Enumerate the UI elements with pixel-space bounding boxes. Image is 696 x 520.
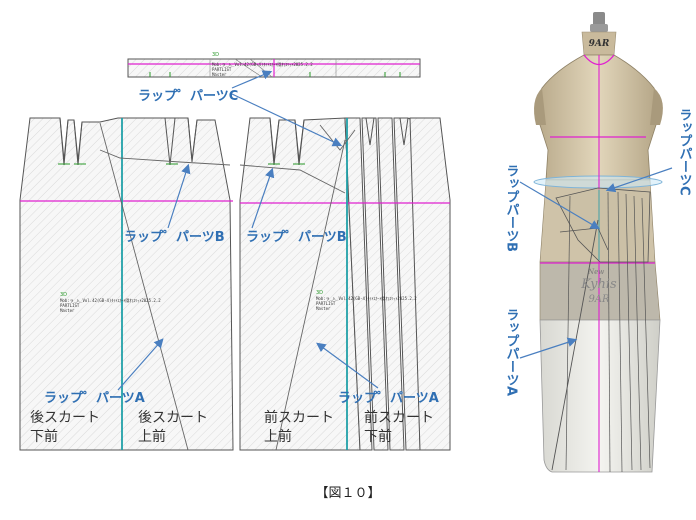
brand-top: 9AR bbox=[589, 39, 610, 49]
piece-info-text: PARTLIST bbox=[212, 67, 232, 72]
form-label-c: ラップパーツC bbox=[677, 108, 693, 196]
piece-code: 3D bbox=[60, 292, 67, 298]
dressform-annotations: ラップパーツC ラップパーツB ラップパーツA bbox=[504, 108, 693, 396]
piece-info-text: Master bbox=[60, 308, 75, 313]
back-skirt-upper-label: 上前 bbox=[138, 428, 166, 445]
front-skirt-lower-label: 前スカート bbox=[364, 409, 434, 426]
wrap-parts-b-label: ラップ゜パーツB bbox=[246, 230, 347, 245]
piece-info-text: PARTLIST bbox=[60, 303, 80, 308]
piece-info-text: Mob:ラ_入_Vol.42(GB-4)ﾀｲﾄｽｶｰﾄ隠れｽﾘｯﾄ2025.2.… bbox=[212, 61, 313, 67]
form-label-b: ラップパーツB bbox=[504, 164, 520, 252]
dress-form: 9AR New Kyhis 9AR bbox=[533, 12, 663, 473]
piece-info-text: Mob:ラ_入_Vol.42(GB-4)ﾀｲﾄｽｶｰﾄ隠れｽﾘｯﾄ2025.2.… bbox=[60, 297, 161, 303]
back-skirt-lower-label: 後スカート bbox=[30, 410, 100, 426]
piece-info-text: Master bbox=[212, 72, 227, 77]
brand-mid: Kyhis bbox=[580, 277, 617, 292]
wrap-parts-c-label: ラップ゜パーツC bbox=[138, 89, 238, 104]
front-skirt-upper-label: 上前 bbox=[264, 428, 292, 445]
pattern-annotations: ラップ゜パーツC ラップ゜パーツB ラップ゜パーツB ラップ゜パーツA ラップ゜… bbox=[30, 70, 439, 445]
back-skirt-upper-label: 後スカート bbox=[138, 410, 208, 426]
piece-info-text: Mob:ラ_入_Vol.42(GB-4)ﾀｲﾄｽｶｰﾄ隠れｽﾘｯﾄ2025.2.… bbox=[316, 295, 417, 301]
wrap-parts-b-label: ラップ゜パーツB bbox=[124, 230, 225, 245]
back-skirt-lower-label: 下前 bbox=[30, 428, 58, 445]
piece-info-text: Master bbox=[316, 306, 331, 311]
front-skirt-piece: 3D Mob:ラ_入_Vol.42(GB-4)ﾀｲﾄｽｶｰﾄ隠れｽﾘｯﾄ2025… bbox=[239, 117, 451, 451]
piece-info-text: PARTLIST bbox=[316, 301, 336, 306]
piece-code: 3D bbox=[316, 290, 323, 296]
figure-caption: 【図１０】 bbox=[315, 486, 381, 501]
back-skirt-piece: 3D Mob:ラ_入_Vol.42(GB-4)ﾀｲﾄｽｶｰﾄ隠れｽﾘｯﾄ2025… bbox=[19, 117, 234, 451]
form-label-a: ラップパーツA bbox=[504, 308, 520, 396]
brand-new: New bbox=[587, 268, 604, 276]
waistband-piece: 3D Mob:ラ_入_Vol.42(GB-4)ﾀｲﾄｽｶｰﾄ隠れｽﾘｯﾄ2025… bbox=[127, 52, 421, 78]
wrap-parts-a-label: ラップ゜パーツA bbox=[338, 391, 439, 406]
front-skirt-lower-label: 下前 bbox=[364, 428, 392, 445]
brand-mid2: 9AR bbox=[588, 294, 610, 305]
front-skirt-upper-label: 前スカート bbox=[264, 409, 334, 426]
piece-code: 3D bbox=[212, 52, 219, 58]
wrap-parts-a-label: ラップ゜パーツA bbox=[44, 391, 145, 406]
